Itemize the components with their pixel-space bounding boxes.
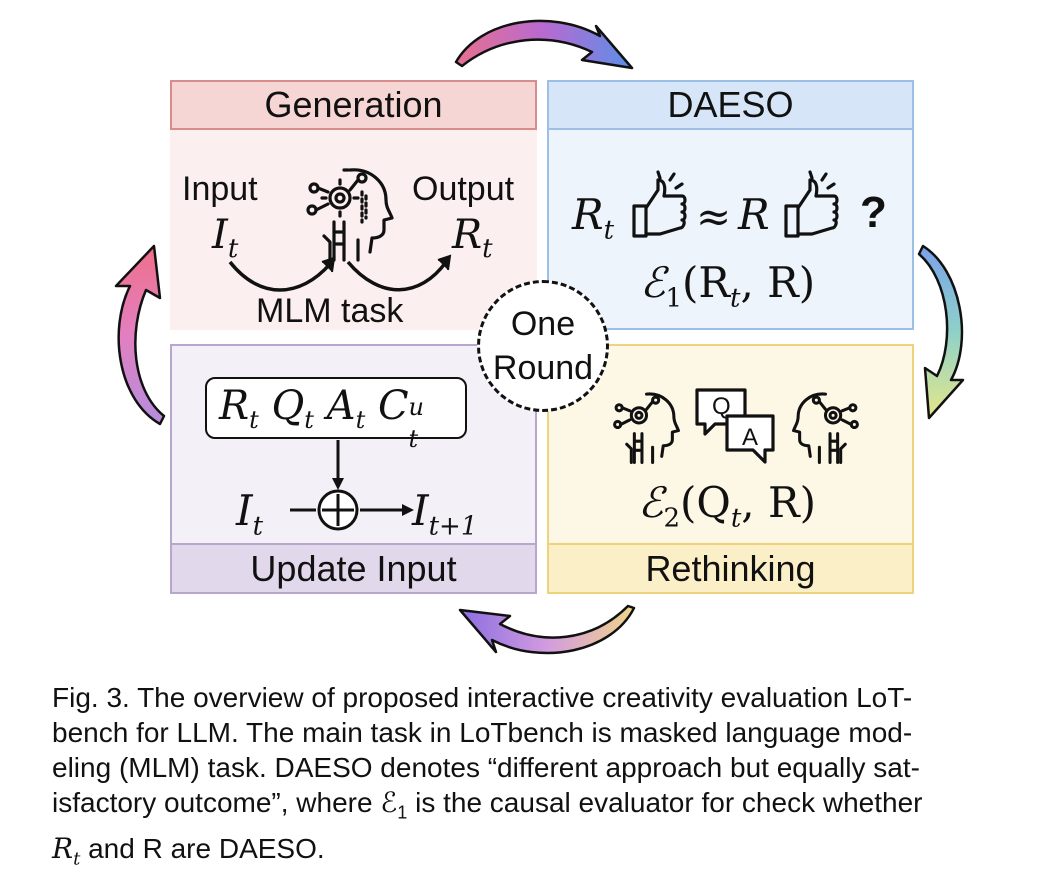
daeso-evaluator: ℰ1(Rt, R): [640, 258, 816, 314]
daeso-title: DAESO: [667, 84, 794, 125]
ai-head-icon: [792, 392, 859, 464]
rethinking-header: Rethinking: [547, 543, 914, 594]
caption-line-2: bench for LLM. The main task in LoTbench…: [52, 717, 913, 748]
generation-arrows: [228, 254, 452, 292]
thumbs-up-icon: [784, 170, 839, 238]
rethinking-title: Rethinking: [645, 547, 816, 589]
one-round-line1: One: [510, 305, 576, 343]
output-label: Output: [412, 170, 515, 208]
question-mark: ?: [860, 188, 887, 237]
caption-line-4: isfactory outcome”, where ℰ1 is the caus…: [52, 787, 923, 823]
generation-header: Generation: [170, 80, 537, 130]
mlm-task-label: MLM task: [256, 292, 404, 330]
caption-line-5: Rt and R are DAESO.: [52, 831, 325, 870]
figure-caption: Fig. 3. The overview of proposed interac…: [52, 680, 1012, 876]
update-header: Update Input: [170, 543, 537, 594]
daeso-header: DAESO: [547, 80, 914, 130]
update-out-var: It+1: [412, 486, 478, 542]
ai-head-icon: [306, 168, 394, 262]
update-in-var: It: [236, 486, 264, 542]
cycle-arrow-icon: [114, 244, 166, 426]
one-round-circle: One Round: [477, 280, 609, 412]
qa-bubble-a: A: [742, 424, 759, 451]
output-var: Rt: [452, 212, 493, 264]
caption-line-1: Fig. 3. The overview of proposed interac…: [52, 682, 913, 713]
cycle-arrow-icon: [454, 19, 634, 70]
cycle-arrow-icon: [458, 604, 636, 655]
qa-bubbles-icon: [695, 388, 775, 464]
caption-line-3: eling (MLM) task. DAESO denotes “differe…: [52, 752, 920, 783]
one-round-line2: Round: [492, 349, 594, 387]
input-label: Input: [182, 170, 258, 208]
ai-head-icon: [613, 392, 680, 464]
thumbs-up-icon: [632, 170, 687, 238]
update-flow-arrows: [290, 440, 414, 516]
cycle-arrow-icon: [917, 244, 965, 420]
generation-title: Generation: [264, 84, 443, 125]
update-title: Update Input: [250, 547, 457, 589]
qa-bubble-q: Q: [712, 393, 731, 420]
input-var: It: [212, 212, 239, 264]
xor-plus-icon: [317, 489, 359, 531]
daeso-comparison: Rt ≈ R ?: [572, 170, 902, 246]
rethinking-evaluator: ℰ2(Qt, R): [638, 478, 816, 534]
